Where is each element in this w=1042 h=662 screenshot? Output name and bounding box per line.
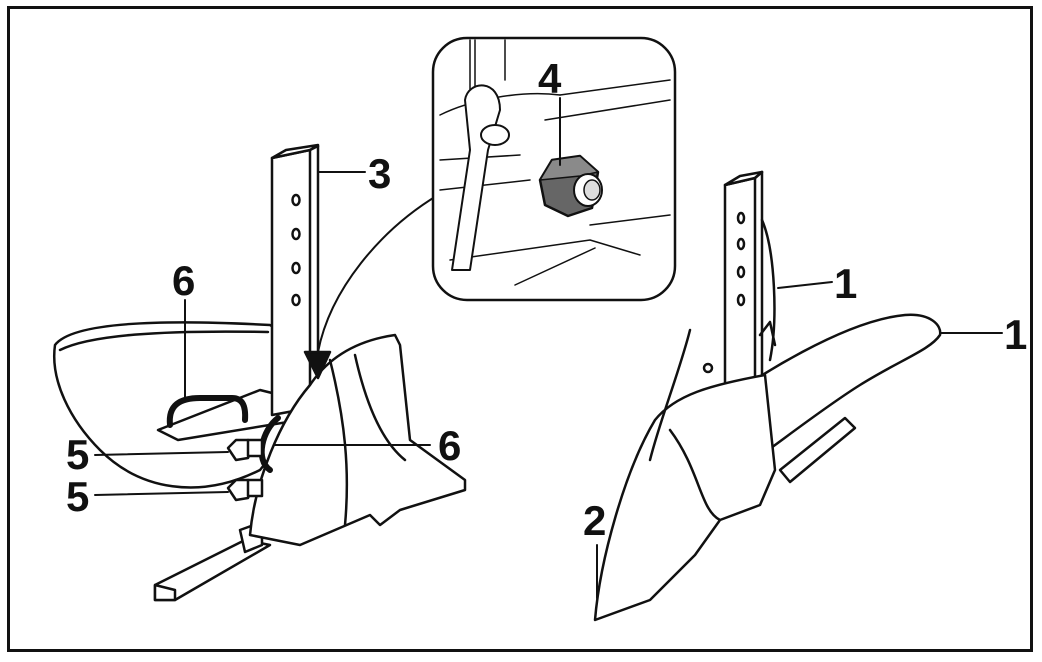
nut-detail-inset xyxy=(431,36,677,302)
callout-1-wing: 1 xyxy=(1004,311,1028,358)
callout-6-top: 6 xyxy=(172,257,196,304)
right-vertical-bar xyxy=(723,170,764,394)
callout-4: 4 xyxy=(538,55,562,102)
hex-nut xyxy=(538,154,603,218)
callout-1-bar: 1 xyxy=(834,260,858,307)
callout-6-right: 6 xyxy=(438,422,462,469)
right-plough-assembly xyxy=(593,170,942,622)
callout-3: 3 xyxy=(368,150,392,197)
right-share-body xyxy=(593,373,777,622)
vertical-bar xyxy=(270,143,320,417)
left-plough-assembly xyxy=(53,143,467,602)
leader-lines xyxy=(94,97,1003,599)
callout-5-lower: 5 xyxy=(66,473,90,520)
base-bar xyxy=(153,520,272,602)
bolts xyxy=(226,438,264,502)
pointer-arrow xyxy=(317,194,439,353)
callout-2: 2 xyxy=(583,497,607,544)
callout-5-upper: 5 xyxy=(66,431,90,478)
right-base-plate xyxy=(778,416,857,484)
clip-pin xyxy=(166,395,249,428)
figure-frame xyxy=(7,6,1033,652)
